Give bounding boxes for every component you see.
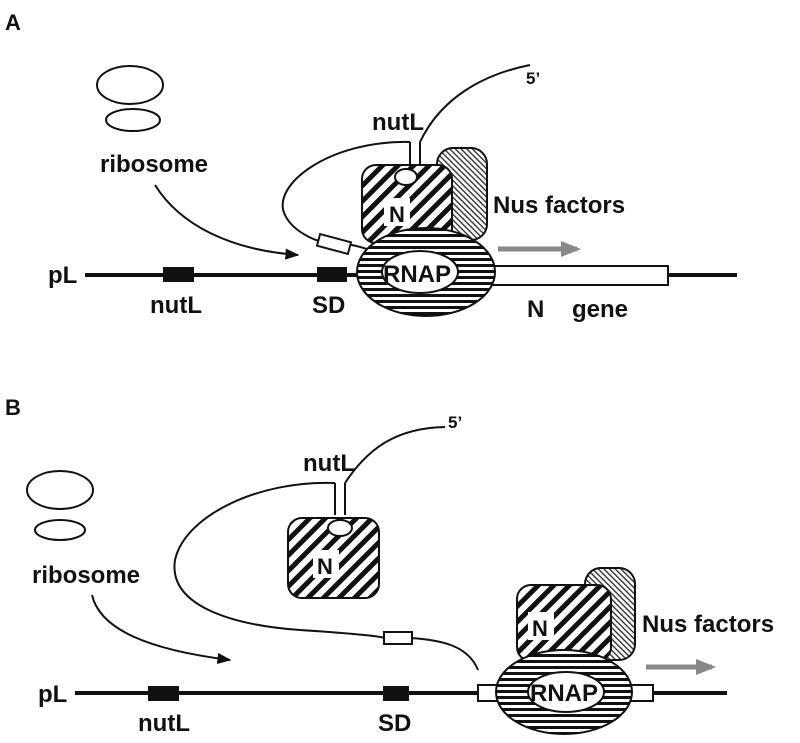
panel-a-ribosome-arrow xyxy=(154,184,300,260)
panel-a-letter: A xyxy=(5,10,21,35)
panel-a-pl-label: pL xyxy=(48,262,77,289)
panel-a-sd-label: SD xyxy=(312,292,345,319)
panel-b-nut-bulb xyxy=(327,519,353,537)
ribosome-small-subunit xyxy=(34,519,86,541)
panel-b-n-label: N xyxy=(317,554,333,579)
ribosome-large-subunit xyxy=(26,470,94,510)
panel-a-nut-bulb xyxy=(394,168,418,186)
panel-a: A ribosome 5’ nutL N Nus factors pL nutL… xyxy=(5,10,737,323)
panel-a-nutl-box xyxy=(163,267,194,282)
panel-a-sd-box xyxy=(317,267,347,282)
panel-b-nutl-rna-label: nutL xyxy=(303,450,355,477)
panel-a-n-label: N xyxy=(389,202,405,227)
panel-b-ribosome xyxy=(26,470,94,541)
panel-b-five-prime: 5’ xyxy=(448,413,462,432)
panel-b-letter: B xyxy=(5,395,21,420)
panel-a-rna-sd xyxy=(315,232,353,256)
panel-b-nutl-dna-label: nutL xyxy=(138,710,190,737)
panel-b-rna-sd xyxy=(383,631,413,645)
panel-b-rna-tail xyxy=(410,637,479,671)
panel-a-n-gene-box xyxy=(487,265,669,286)
panel-a-rnap-core xyxy=(381,250,459,294)
panel-a-ribosome xyxy=(96,65,164,132)
panel-b-ribosome-label: ribosome xyxy=(32,562,140,589)
panel-b: B ribosome 5’ nutL N N Nus factors pL nu… xyxy=(5,395,774,737)
panel-b-sd-box xyxy=(383,686,409,701)
panel-a-rnap-label: RNAP xyxy=(383,261,451,288)
panel-a-gene-name: N xyxy=(527,296,544,323)
panel-a-n-label-bg xyxy=(384,198,410,226)
ribosome-small-subunit xyxy=(105,108,161,132)
panel-b-ribosome-arrow xyxy=(91,594,232,664)
panel-b-sd-label: SD xyxy=(378,710,411,737)
panel-b-rna-5prime xyxy=(344,426,446,484)
panel-b-rnap-core xyxy=(527,671,605,713)
panel-a-nutl-dna-label: nutL xyxy=(150,292,202,319)
panel-b-rnap-n-label-bg xyxy=(528,612,554,640)
panel-b-rnap-label: RNAP xyxy=(530,680,598,707)
panel-b-pl-label: pL xyxy=(38,681,67,708)
panel-b-rna-loop xyxy=(173,481,385,639)
panel-b-rnap-n-label: N xyxy=(532,616,548,641)
panel-a-ribosome-label: ribosome xyxy=(100,151,208,178)
panel-a-five-prime: 5’ xyxy=(526,69,540,88)
panel-b-nutl-box xyxy=(148,686,179,701)
panel-a-rna-5prime xyxy=(419,64,531,143)
panel-b-nus-label: Nus factors xyxy=(642,611,774,638)
panel-a-gene-word: gene xyxy=(572,296,628,323)
panel-b-nut-stem xyxy=(334,483,346,515)
ribosome-large-subunit xyxy=(96,65,164,105)
panel-b-n-label-bg xyxy=(313,550,339,578)
panel-a-nus-label: Nus factors xyxy=(493,192,625,219)
panel-a-nutl-rna-label: nutL xyxy=(372,109,424,136)
